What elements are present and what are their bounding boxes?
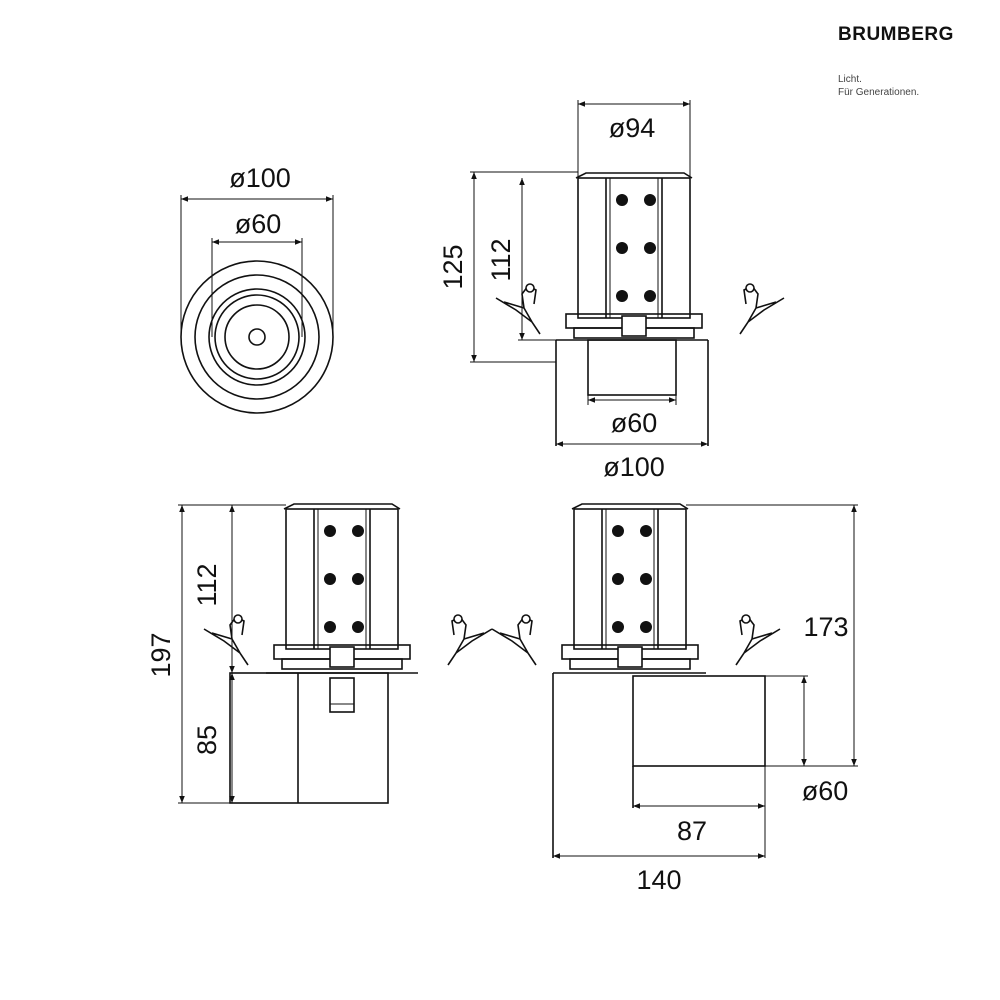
- brand-logo: BRUMBERG: [838, 24, 954, 45]
- brand-tagline-1: Licht.: [838, 74, 862, 85]
- side-view-left: 197 112 85: [146, 503, 493, 804]
- lower-diameter-label: ø60: [611, 408, 658, 438]
- side-view-top: ø94 125 112 ø60 ø100: [438, 100, 785, 482]
- left-lower-height-label: 85: [192, 725, 222, 755]
- brand-block: BRUMBERG Licht. Für Generationen.: [838, 24, 978, 99]
- body-height-label: 112: [486, 238, 516, 281]
- outer-diameter-label: ø100: [603, 452, 665, 482]
- right-width-label: 140: [636, 865, 681, 895]
- front-outer-circle: [180, 260, 334, 414]
- front-inner-circle: [224, 304, 290, 370]
- front-inner-diameter-label: ø60: [235, 209, 282, 239]
- side-view-right: 173 ø60 87 140: [491, 503, 858, 895]
- brand-tagline-2: Für Generationen.: [838, 87, 920, 98]
- right-offset-label: 87: [677, 816, 707, 846]
- top-width-label: ø94: [609, 113, 656, 143]
- front-center-dot: [248, 328, 266, 346]
- front-outer-diameter-label: ø100: [229, 163, 291, 193]
- front-ring-3: [214, 294, 300, 380]
- front-ring-2: [208, 288, 306, 386]
- front-ring-1: [194, 274, 320, 400]
- right-head-diameter-label: ø60: [802, 776, 849, 806]
- left-total-height-label: 197: [146, 632, 176, 677]
- front-view: ø100 ø60: [180, 163, 334, 414]
- total-height-label: 125: [438, 244, 468, 289]
- left-upper-height-label: 112: [192, 563, 222, 606]
- right-height-label: 173: [803, 612, 848, 642]
